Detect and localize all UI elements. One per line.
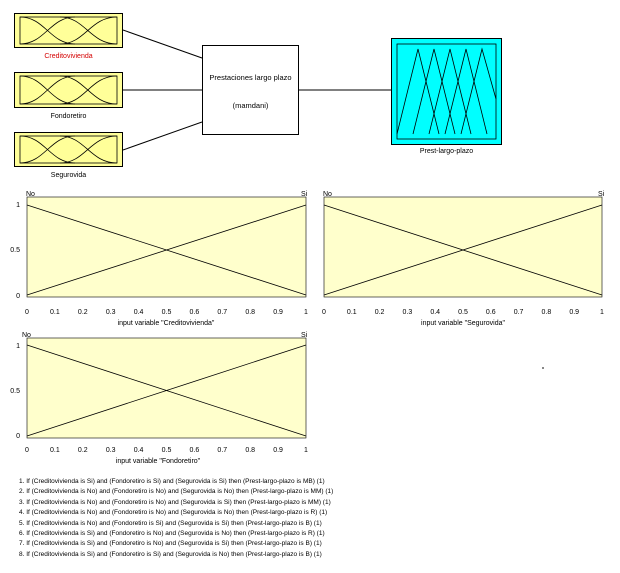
x-tick: 0.7 bbox=[217, 309, 227, 316]
x-tick: 1 bbox=[304, 447, 308, 454]
x-tick: 0.4 bbox=[134, 447, 144, 454]
gaussian-mf-icon bbox=[19, 135, 118, 164]
rule-item[interactable]: 2. If (Creditovivienda is No) and (Fondo… bbox=[19, 488, 334, 496]
x-tick: 1 bbox=[304, 309, 308, 316]
x-tick: 0.1 bbox=[347, 309, 357, 316]
plot-area bbox=[323, 196, 603, 298]
y-tick-1: 1 bbox=[16, 343, 20, 350]
x-tick: 0.8 bbox=[245, 309, 255, 316]
rule-item[interactable]: 3. If (Creditovivienda is No) and (Fondo… bbox=[19, 498, 331, 506]
mf-plot-creditovivienda: No Si 1 0.5 0 0 0.1 0.2 0.3 0.4 0.5 0.6 … bbox=[0, 188, 312, 328]
input-creditovivienda-box[interactable] bbox=[14, 13, 123, 48]
mf-plot-svg: No Si 0 0.1 0.2 0.3 0.4 0.5 0.6 0.7 0.8 … bbox=[322, 191, 605, 327]
x-tick: 0.6 bbox=[190, 309, 200, 316]
rule-item[interactable]: 4. If (Creditovivienda is No) and (Fondo… bbox=[19, 509, 328, 517]
x-tick: 0.9 bbox=[273, 447, 283, 454]
x-tick: 0 bbox=[25, 309, 29, 316]
mf-label-no: No bbox=[26, 191, 35, 198]
output-prest-largo-plazo-label[interactable]: Prest-largo-plazo bbox=[419, 148, 474, 155]
x-tick: 0.3 bbox=[106, 447, 116, 454]
input-fondoretiro-label[interactable]: Fondoretiro bbox=[50, 113, 87, 120]
x-tick: 0.1 bbox=[50, 309, 60, 316]
mf-label-si: Si bbox=[598, 191, 605, 198]
x-tick: 0.2 bbox=[78, 309, 88, 316]
mf-label-si: Si bbox=[301, 332, 308, 339]
fis-system-box[interactable]: Prestaciones largo plazo (mamdani) bbox=[202, 45, 299, 135]
x-tick: 0.7 bbox=[514, 309, 524, 316]
x-tick: 0.8 bbox=[542, 309, 552, 316]
x-tick: 0.7 bbox=[217, 447, 227, 454]
mf-plot-svg: No Si 1 0.5 0 0 0.1 0.2 0.3 0.4 0.5 0.6 … bbox=[10, 191, 308, 327]
rule-item[interactable]: 8. If (Creditovivienda is Si) and (Fondo… bbox=[19, 550, 322, 558]
rule-item[interactable]: 6. If (Creditovivienda is Si) and (Fondo… bbox=[19, 530, 325, 538]
y-tick-0: 0 bbox=[16, 293, 20, 300]
fis-system-title: Prestaciones largo plazo bbox=[209, 73, 292, 82]
gaussian-mf-icon bbox=[19, 16, 118, 45]
mf-label-si: Si bbox=[301, 191, 308, 198]
triangular-mf-icon bbox=[396, 43, 497, 140]
x-tick: 0.2 bbox=[78, 447, 88, 454]
x-tick: 0.5 bbox=[162, 309, 172, 316]
mf-si-line bbox=[323, 204, 603, 296]
plot-caption: input variable "Segurovida" bbox=[421, 320, 505, 327]
gaussian-mf-icon bbox=[19, 75, 118, 105]
x-tick: 0.1 bbox=[50, 447, 60, 454]
x-tick: 0.4 bbox=[134, 309, 144, 316]
x-tick: 0.2 bbox=[375, 309, 385, 316]
rule-item[interactable]: 1. If (Creditovivienda is Si) and (Fondo… bbox=[19, 478, 325, 485]
mf-plot-svg: No Si 1 0.5 0 0 0.1 0.2 0.3 0.4 0.5 0.6 … bbox=[10, 332, 308, 465]
connector-lines bbox=[122, 29, 391, 151]
mf-plot-segurovida: No Si 0 0.1 0.2 0.3 0.4 0.5 0.6 0.7 0.8 … bbox=[314, 188, 620, 328]
x-tick: 0.5 bbox=[162, 447, 172, 454]
x-tick: 0.6 bbox=[486, 309, 496, 316]
x-tick: 0.6 bbox=[190, 447, 200, 454]
rule-list[interactable]: 1. If (Creditovivienda is Si) and (Fondo… bbox=[19, 477, 333, 560]
mf-si-line bbox=[26, 204, 307, 296]
x-tick: 0.4 bbox=[430, 309, 440, 316]
y-tick-0: 0 bbox=[16, 433, 20, 440]
y-tick-05: 0.5 bbox=[10, 247, 20, 254]
plot-caption: input variable "Fondoretiro" bbox=[116, 458, 201, 465]
x-tick: 0.3 bbox=[106, 309, 116, 316]
input-creditovivienda-label[interactable]: Creditovivienda bbox=[44, 53, 93, 60]
x-tick: 0.3 bbox=[403, 309, 413, 316]
y-tick-05: 0.5 bbox=[10, 388, 20, 395]
plot-area bbox=[26, 337, 307, 439]
x-tick: 0.8 bbox=[245, 447, 255, 454]
input-segurovida-label[interactable]: Segurovida bbox=[50, 172, 87, 179]
mf-plot-fondoretiro: No Si 1 0.5 0 0 0.1 0.2 0.3 0.4 0.5 0.6 … bbox=[0, 328, 312, 468]
fis-system-type: (mamdani) bbox=[232, 101, 269, 110]
x-tick: 0 bbox=[25, 447, 29, 454]
x-tick: 0 bbox=[322, 309, 326, 316]
x-ticks: 0 0.1 0.2 0.3 0.4 0.5 0.6 0.7 0.8 0.9 1 bbox=[322, 309, 604, 316]
output-prest-largo-plazo-box[interactable] bbox=[391, 38, 502, 145]
x-tick: 0.9 bbox=[273, 309, 283, 316]
rule-item[interactable]: 5. If (Creditovivienda is No) and (Fondo… bbox=[19, 519, 322, 527]
y-tick-1: 1 bbox=[16, 202, 20, 209]
x-ticks: 0 0.1 0.2 0.3 0.4 0.5 0.6 0.7 0.8 0.9 1 bbox=[25, 309, 308, 316]
mf-label-no: No bbox=[323, 191, 332, 198]
rule-item[interactable]: 7. If (Creditovivienda is Si) and (Fondo… bbox=[19, 540, 322, 548]
plot-area bbox=[26, 196, 307, 298]
input-fondoretiro-box[interactable] bbox=[14, 72, 123, 108]
x-tick: 0.9 bbox=[569, 309, 579, 316]
mf-si-line bbox=[26, 344, 307, 437]
x-ticks: 0 0.1 0.2 0.3 0.4 0.5 0.6 0.7 0.8 0.9 1 bbox=[25, 447, 308, 454]
plot-caption: input variable "Creditovivienda" bbox=[118, 320, 215, 327]
input-segurovida-box[interactable] bbox=[14, 132, 123, 167]
x-tick: 0.5 bbox=[458, 309, 468, 316]
stray-dot bbox=[542, 367, 544, 369]
mf-label-no: No bbox=[22, 332, 31, 339]
x-tick: 1 bbox=[600, 309, 604, 316]
